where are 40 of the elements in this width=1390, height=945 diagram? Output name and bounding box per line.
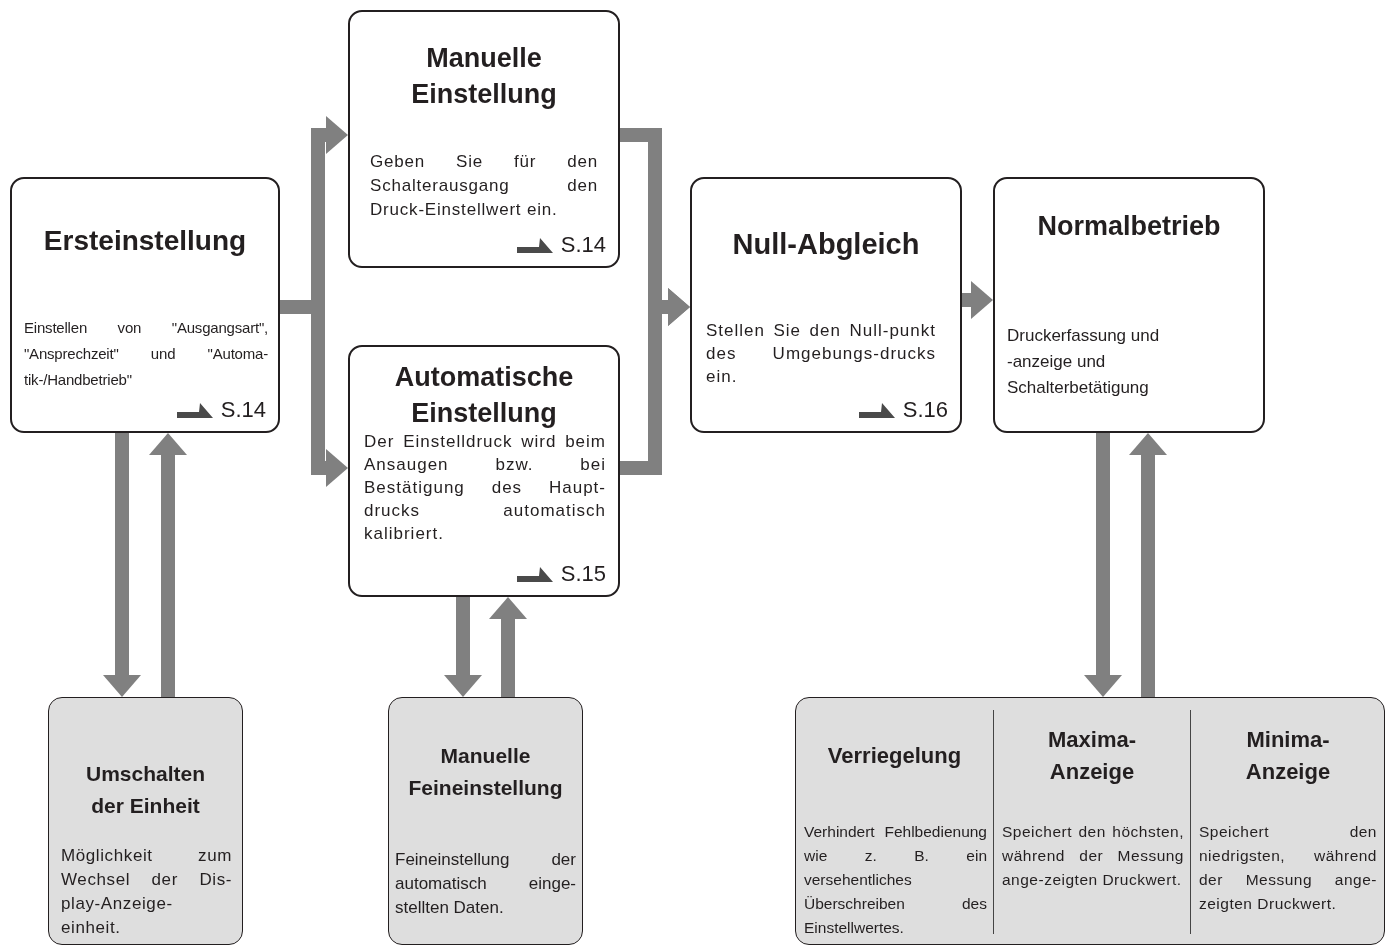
description-text: Feineinstellung der automatisch einge-stellten Daten. bbox=[395, 849, 576, 919]
description-text: Druckerfassung und -anzeige und Schalterbetätigung bbox=[1007, 325, 1161, 399]
box-title: Umschalten der Einheit bbox=[84, 761, 206, 819]
panel-box bbox=[795, 697, 1385, 945]
step-box bbox=[348, 10, 620, 268]
function-box bbox=[48, 697, 243, 945]
description-text: Möglichkeit zum Wechsel der Dis-play-Anzeige-einheit. bbox=[61, 845, 232, 939]
step-box bbox=[690, 177, 962, 433]
arrow bbox=[620, 288, 690, 475]
step-box bbox=[993, 177, 1265, 433]
step-box bbox=[10, 177, 280, 433]
arrow bbox=[103, 433, 141, 697]
box-title: Manuelle Einstellung bbox=[410, 42, 558, 111]
box-title: Normalbetrieb bbox=[1036, 210, 1222, 243]
arrow bbox=[149, 433, 187, 697]
description-text: Einstellen von "Ausgangsart", "Ansprechzeit" und "Automa-tik-/Handbetrieb" bbox=[24, 318, 268, 390]
description-text: Verhindert Fehlbedienung wie z. B. ein versehentliches Überschreiben des Einstellwertes. bbox=[804, 822, 987, 938]
arrow bbox=[489, 597, 527, 697]
box-title: Maxima-Anzeige bbox=[1046, 726, 1137, 786]
arrow bbox=[1129, 433, 1167, 697]
box-title: Automatische Einstellung bbox=[393, 361, 575, 430]
box-title: Verriegelung bbox=[826, 742, 963, 770]
function-box bbox=[388, 697, 583, 945]
box-title: Manuelle Feineinstellung bbox=[407, 743, 564, 801]
box-title: Ersteinstellung bbox=[42, 224, 248, 258]
description-text: Speichert den niedrigsten, während der Messung ange-zeigten Druckwert. bbox=[1199, 822, 1377, 914]
description-text: Geben Sie für den Schalterausgang den Druck-Einstellwert ein. bbox=[370, 151, 598, 221]
page-reference: S.16 bbox=[902, 397, 948, 423]
arrow bbox=[962, 281, 993, 319]
arrow bbox=[1084, 433, 1122, 697]
description-text: Stellen Sie den Null-punkt des Umgebungs-drucks ein. bbox=[706, 320, 936, 388]
page-reference: S.15 bbox=[560, 561, 606, 587]
page-reference: S.14 bbox=[220, 397, 266, 423]
arrow bbox=[444, 597, 482, 697]
box-title: Null-Abgleich bbox=[731, 227, 921, 261]
description-text: Der Einstelldruck wird beim Ansaugen bzw. bei Bestätigung des Haupt-drucks automatisch kalibriert. bbox=[364, 431, 606, 545]
page-reference: S.14 bbox=[560, 232, 606, 258]
description-text: Speichert den höchsten, während der Messung ange-zeigten Druckwert. bbox=[1002, 822, 1184, 890]
step-box bbox=[348, 345, 620, 597]
box-title: Minima-Anzeige bbox=[1244, 726, 1332, 786]
